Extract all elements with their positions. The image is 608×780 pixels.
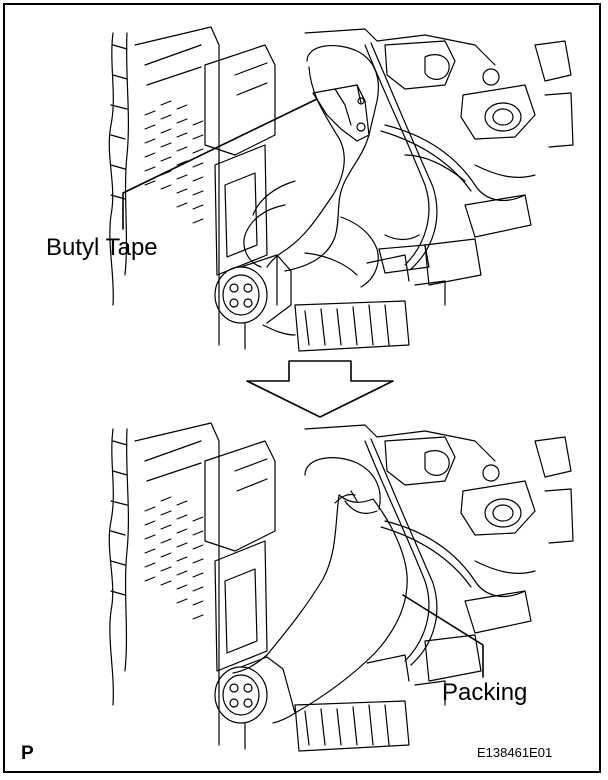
butyl-tape-label: Butyl Tape <box>46 234 158 261</box>
packing-leader-line <box>402 594 484 678</box>
page-code: P <box>21 743 34 764</box>
butyl-tape-leader-line <box>122 98 318 230</box>
figure-id: E138461E01 <box>477 745 553 760</box>
illustration-canvas <box>108 26 574 752</box>
down-arrow-icon <box>246 360 394 418</box>
top-engine-view <box>108 26 574 352</box>
packing-label: Packing <box>442 679 528 706</box>
illustration-frame: Butyl Tape Packing P E138461E01 <box>3 3 601 773</box>
bottom-engine-view <box>108 422 574 752</box>
